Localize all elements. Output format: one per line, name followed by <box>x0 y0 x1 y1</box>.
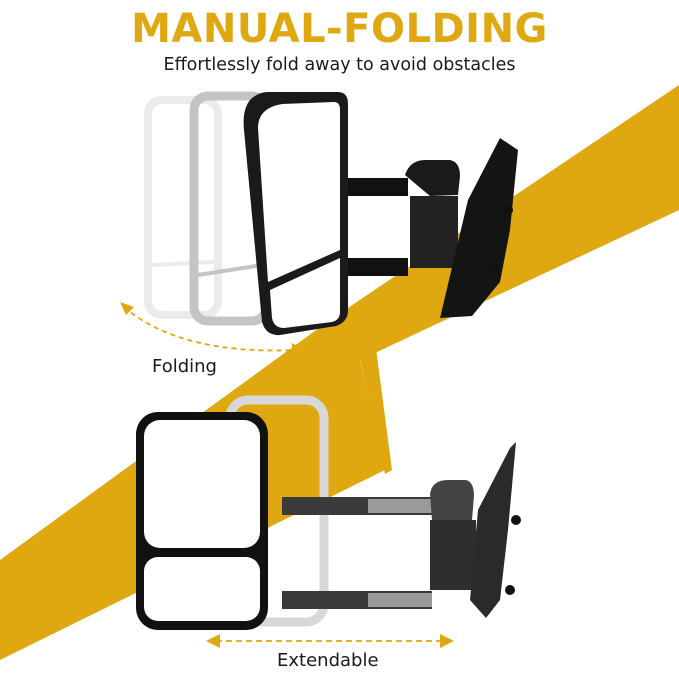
arrow-left-icon <box>120 302 134 315</box>
folding-label: Folding <box>152 356 217 377</box>
arrow-right-icon <box>292 343 304 357</box>
page-subtitle: Effortlessly fold away to avoid obstacle… <box>163 55 516 75</box>
arrow-right-icon <box>440 634 454 648</box>
arrow-left-icon <box>206 634 220 648</box>
page-title: MANUAL-FOLDING <box>131 6 548 52</box>
folding-mirror-illustration <box>120 91 518 357</box>
extendable-label: Extendable <box>277 650 379 671</box>
extendable-mirror-illustration <box>136 395 521 648</box>
